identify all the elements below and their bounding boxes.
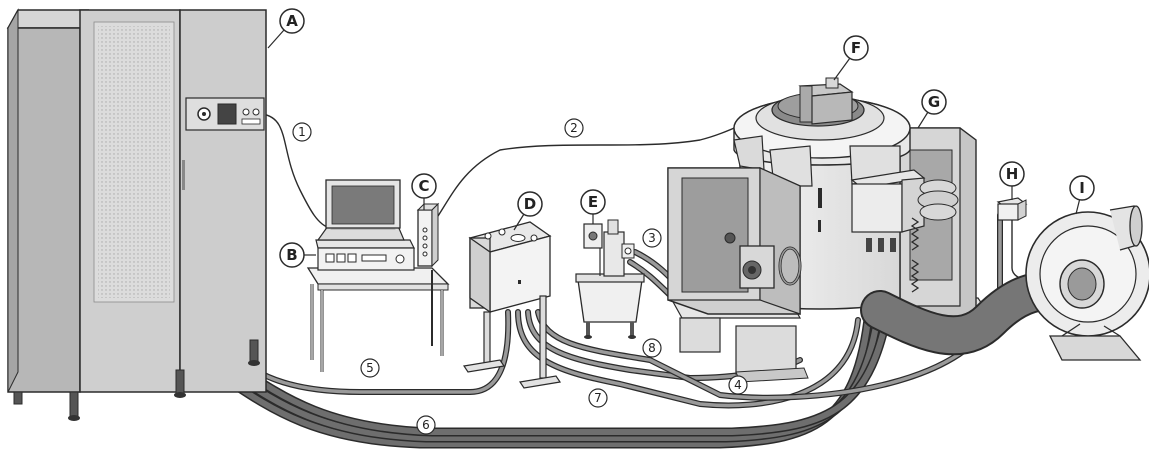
svg-text:5: 5	[366, 361, 374, 375]
svg-text:B: B	[286, 246, 297, 264]
svg-text:I: I	[1079, 179, 1085, 197]
svg-text:3: 3	[648, 231, 656, 245]
cabinet-display	[217, 103, 237, 125]
equipment-callouts: A B C D E F	[267, 8, 1095, 268]
power-amplifier-cabinet	[6, 8, 267, 421]
cable-1	[261, 113, 331, 229]
cable-callout-2: 2	[564, 118, 584, 138]
accelerometer-sensor	[798, 77, 854, 125]
svg-text:1: 1	[298, 125, 306, 139]
svg-text:2: 2	[570, 121, 578, 135]
vibration-controller	[315, 239, 415, 271]
svg-text:8: 8	[648, 341, 656, 355]
callout-H: H	[999, 161, 1025, 187]
callout-D: D	[517, 191, 543, 217]
shaker-system	[667, 77, 988, 383]
front-trunnion	[667, 167, 802, 315]
svg-text:H: H	[1006, 165, 1019, 183]
switch-box-on-stand	[462, 221, 562, 389]
svg-text:G: G	[928, 93, 940, 111]
callout-E: E	[580, 189, 606, 215]
callout-C: C	[411, 173, 437, 199]
svg-text:E: E	[588, 193, 598, 211]
callout-I: I	[1069, 175, 1095, 201]
cable-callout-4: 4	[728, 375, 748, 395]
cable-callout-1: 1	[292, 122, 312, 142]
cooling-blower	[860, 205, 1149, 361]
svg-text:D: D	[524, 195, 536, 213]
cable-callout-7: 7	[588, 388, 608, 408]
cable-callout-8: 8	[642, 338, 662, 358]
laptop	[316, 179, 405, 241]
terminal-box	[850, 169, 926, 252]
hydraulic-unit	[575, 219, 645, 339]
svg-text:4: 4	[734, 378, 742, 392]
svg-text:F: F	[851, 39, 861, 57]
control-station	[306, 179, 450, 372]
callout-F: F	[843, 35, 869, 61]
cable-callouts: 1 2 3 4 5 6 7 8	[292, 118, 748, 435]
svg-text:C: C	[418, 177, 429, 195]
callout-A: A	[279, 8, 305, 34]
cable-callout-6: 6	[416, 415, 436, 435]
svg-text:A: A	[286, 12, 298, 30]
svg-text:6: 6	[422, 418, 430, 432]
svg-text:7: 7	[594, 391, 602, 405]
blower-control-box	[996, 197, 1028, 221]
cable-callout-3: 3	[642, 228, 662, 248]
air-springs	[910, 179, 959, 293]
signal-interface-unit	[416, 202, 440, 268]
cable-callout-5: 5	[360, 358, 380, 378]
callout-G: G	[921, 89, 947, 115]
callout-B: B	[279, 242, 305, 268]
